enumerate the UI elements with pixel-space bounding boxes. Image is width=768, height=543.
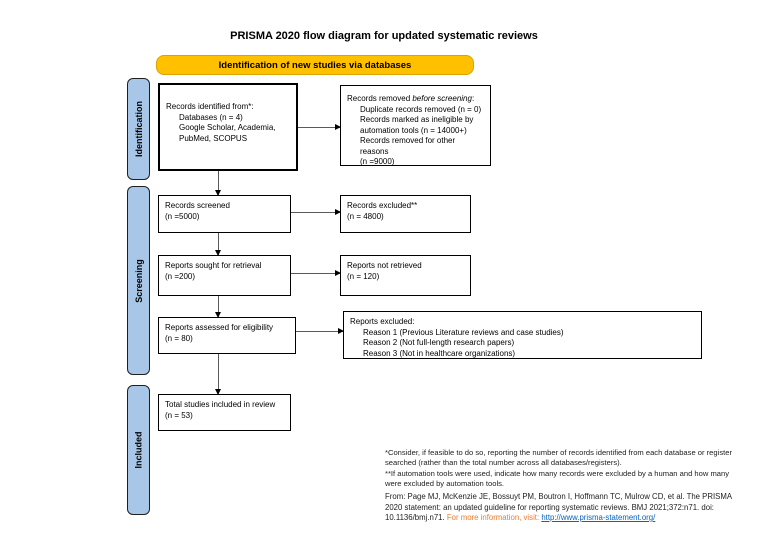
stage-bar-identification: Identification (127, 78, 150, 180)
banner-label: Identification of new studies via databa… (218, 59, 412, 71)
identification-banner: Identification of new studies via databa… (156, 55, 474, 75)
box-line: (n = 80) (165, 333, 193, 343)
box-line: Records screened (165, 201, 230, 210)
box-records-excluded: Records excluded** (n = 4800) (340, 195, 471, 233)
page-title: PRISMA 2020 flow diagram for updated sys… (230, 30, 538, 42)
box-reports-sought: Reports sought for retrieval (n =200) (158, 255, 291, 296)
heading-prefix: Records removed (347, 94, 413, 103)
arrow-sought-to-notretrieved (291, 270, 341, 276)
box-line: Reason 1 (Previous Literature reviews an… (363, 327, 564, 337)
box-line: Reports not retrieved (347, 261, 422, 270)
arrow-screened-to-excluded (291, 209, 341, 215)
box-records-screened: Records screened (n =5000) (158, 195, 291, 233)
box-line: (n = 120) (347, 271, 380, 281)
arrow-identified-to-removed (298, 124, 341, 130)
box-line: Duplicate records removed (n = 0) (360, 104, 482, 114)
box-line: Total studies included in review (165, 400, 276, 409)
arrow-assessed-to-included (214, 354, 221, 395)
box-line: (n = 53) (165, 410, 193, 420)
citation: From: Page MJ, McKenzie JE, Bossuyt PM, … (385, 492, 747, 524)
arrow-assessed-to-excluded (296, 328, 344, 334)
box-line: Records marked as ineligible by (360, 115, 474, 125)
box-records-identified: Records identified from*: Databases (n =… (158, 83, 298, 171)
footnote-automation: **If automation tools were used, indicat… (385, 468, 730, 488)
box-line: PubMed, SCOPUS (179, 133, 248, 143)
stage-label-screening: Screening (133, 258, 144, 303)
box-reports-assessed: Reports assessed for eligibility (n = 80… (158, 317, 296, 354)
box-line: automation tools (n = 14000+) (360, 125, 467, 135)
box-heading: Records removed before screening: (347, 94, 484, 105)
arrow-screened-to-sought (214, 233, 221, 256)
box-reports-excluded: Reports excluded: Reason 1 (Previous Lit… (343, 311, 702, 359)
box-heading: Records identified from*: (166, 102, 254, 111)
box-line: Records excluded** (347, 201, 418, 210)
stage-label-included: Included (133, 431, 144, 469)
box-line: Google Scholar, Academia, (179, 123, 276, 133)
box-reports-not-retrieved: Reports not retrieved (n = 120) (340, 255, 471, 296)
box-line: Databases (n = 4) (179, 112, 243, 122)
box-line: Reason 2 (Not full-length research paper… (363, 338, 515, 348)
box-line: (n =200) (165, 271, 196, 281)
box-line: Reports sought for retrieval (165, 261, 262, 270)
box-line: Reports assessed for eligibility (165, 323, 274, 332)
box-line: (n = 4800) (347, 211, 384, 221)
box-line: (n =9000) (360, 157, 395, 167)
box-heading: Reports excluded: (350, 317, 415, 326)
arrow-sought-to-assessed (214, 296, 221, 318)
box-total-included: Total studies included in review (n = 53… (158, 394, 291, 431)
box-records-removed: Records removed before screening: Duplic… (340, 85, 491, 166)
box-line: Records removed for other reasons (360, 136, 456, 156)
stage-bar-included: Included (127, 385, 150, 515)
box-line: (n =5000) (165, 211, 200, 221)
stage-bar-screening: Screening (127, 186, 150, 375)
citation-text: From: Page MJ, McKenzie JE, Bossuyt PM, … (385, 492, 732, 523)
prisma-statement-link[interactable]: http://www.prisma-statement.org/ (541, 513, 656, 523)
box-line: Reason 3 (Not in healthcare organization… (363, 348, 516, 358)
heading-suffix: : (471, 94, 475, 103)
stage-label-identification: Identification (133, 101, 144, 157)
footnote-consider: *Consider, if feasible to do so, reporti… (385, 448, 732, 468)
heading-italic: before screening (412, 94, 472, 103)
footnotes: *Consider, if feasible to do so, reporti… (385, 448, 747, 489)
citation-more-info: For more information, visit: (446, 513, 542, 523)
arrow-identified-to-screened (214, 171, 221, 196)
